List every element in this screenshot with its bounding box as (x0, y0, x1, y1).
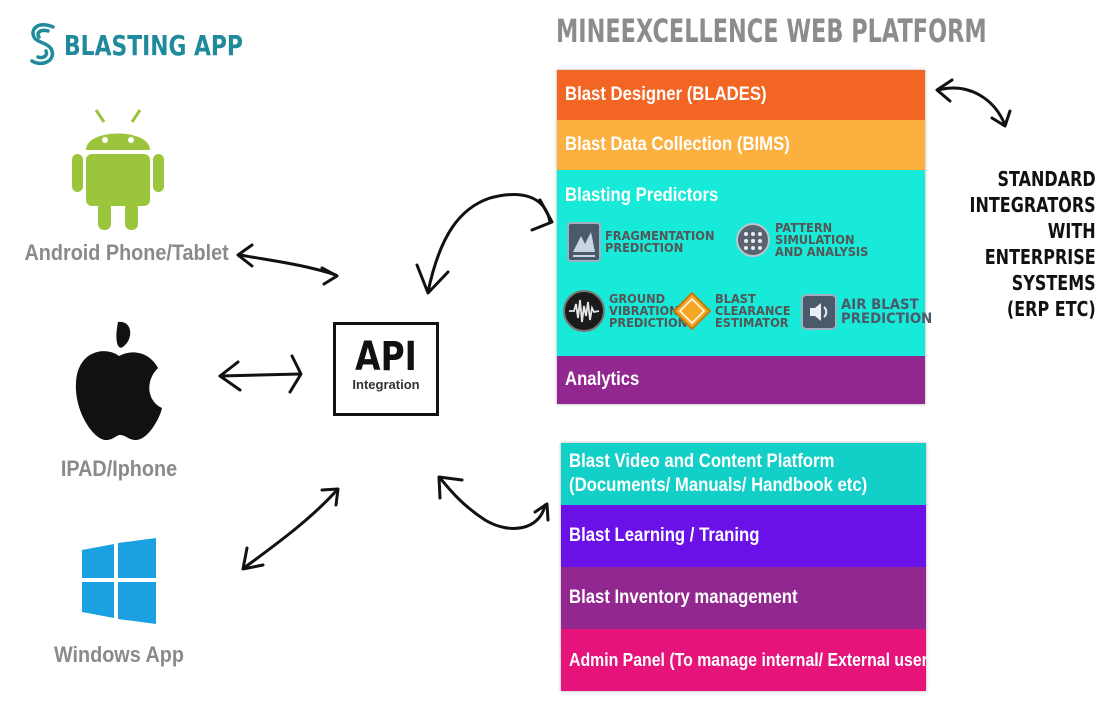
module-blast-clearance: BLAST CLEARANCE ESTIMATOR (673, 292, 795, 330)
band-inventory: Blast Inventory management (561, 567, 926, 629)
predictors-header: Blasting Predictors (557, 172, 925, 220)
learning-label: Blast Learning / Traning (569, 525, 760, 546)
predictors-label: Blasting Predictors (565, 185, 719, 206)
integrators-text: STANDARD INTEGRATORS WITH ENTERPRISE SYS… (938, 140, 1096, 322)
apple-api-arrow (218, 372, 302, 378)
data-collection-label: Blast Data Collection (BIMS) (565, 134, 790, 155)
module-pattern-simulation: PATTERN SIMULATION AND ANALYSIS (735, 222, 873, 258)
admin-label: Admin Panel (To manage internal/ Externa… (569, 649, 942, 670)
api-subtitle: Integration (352, 377, 420, 392)
inventory-label: Blast Inventory management (569, 587, 798, 608)
module-air-blast: AIR BLAST PREDICTION (801, 294, 937, 330)
band-learning: Blast Learning / Traning (561, 505, 926, 567)
apple-label: IPAD/Iphone (60, 456, 178, 481)
windows-api-arrow (242, 488, 339, 570)
blast-designer-label: Blast Designer (BLADES) (565, 84, 767, 105)
api-integration-box: API Integration (333, 322, 439, 416)
platform-panel-content: Blast Video and Content Platform (Docume… (561, 443, 942, 691)
apple-icon (75, 321, 164, 440)
band-blast-designer: Blast Designer (BLADES) (557, 70, 925, 120)
pattern-simulation-label: PATTERN SIMULATION AND ANALYSIS (775, 221, 869, 259)
air-blast-speaker-icon (801, 294, 837, 330)
blast-clearance-label: BLAST CLEARANCE ESTIMATOR (715, 292, 791, 330)
air-blast-label: AIR BLAST PREDICTION (841, 297, 933, 327)
analytics-label: Analytics (565, 369, 640, 390)
band-data-collection: Blast Data Collection (BIMS) (557, 120, 925, 170)
platform-title: MINEEXCELLENCE WEB PLATFORM (556, 12, 987, 50)
fragmentation-label: FRAGMENTATION PREDICTION (605, 229, 715, 255)
video-platform-label: Blast Video and Content Platform (569, 451, 835, 472)
android-api-arrow (238, 253, 338, 277)
ground-vibration-label: GROUND VIBRATION PREDICTION (609, 292, 688, 330)
windows-label: Windows App (54, 642, 184, 667)
band-video-content: Blast Video and Content Platform (Docume… (561, 443, 926, 505)
blast-clearance-icon (673, 292, 711, 330)
band-analytics: Analytics (557, 356, 925, 404)
band-blasting-predictors: Blasting Predictors FRAGMENTATION PREDIC… (557, 170, 932, 356)
predictors-api-arrow (426, 193, 552, 294)
video-platform-sublabel: (Documents/ Manuals/ Handbook etc) (569, 475, 868, 496)
integrators-label: STANDARD INTEGRATORS WITH ENTERPRISE SYS… (969, 167, 1096, 321)
platform-panel-main: Blast Designer (BLADES) Blast Data Colle… (557, 70, 932, 404)
content-api-arrow (438, 476, 547, 530)
android-icon (72, 109, 164, 230)
api-title: API (355, 334, 417, 380)
module-fragmentation: FRAGMENTATION PREDICTION (567, 222, 720, 262)
erp-platform-arrow (936, 86, 1007, 127)
pattern-simulation-icon (736, 223, 770, 257)
ground-vibration-icon (563, 290, 605, 332)
windows-icon (82, 538, 156, 624)
blasting-s-logo-icon (30, 23, 55, 66)
fragmentation-icon (567, 222, 601, 262)
blasting-app-logo: BLASTING APP (28, 20, 293, 70)
app-name: BLASTING APP (64, 28, 243, 62)
module-ground-vibration: GROUND VIBRATION PREDICTION (563, 290, 691, 332)
band-admin: Admin Panel (To manage internal/ Externa… (561, 629, 942, 691)
android-label: Android Phone/Tablet (24, 240, 229, 265)
